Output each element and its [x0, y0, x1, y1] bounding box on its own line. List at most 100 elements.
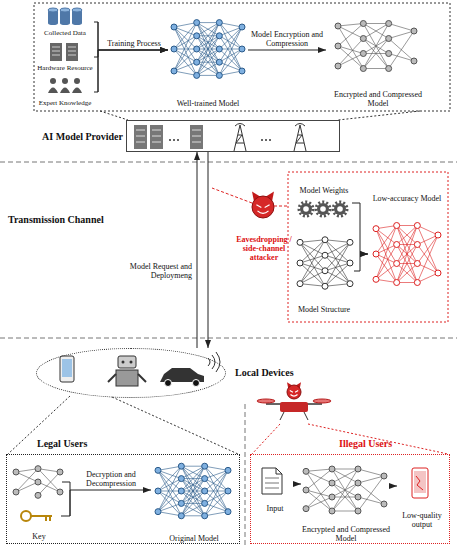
robot-arm: [138, 374, 146, 382]
network-neuron: [386, 51, 392, 57]
network-neuron: [414, 242, 420, 248]
network-neuron: [202, 476, 208, 482]
network-link: [197, 62, 220, 75]
network-neuron: [373, 226, 379, 232]
network-link: [358, 476, 384, 483]
server-slot: [192, 136, 201, 137]
server-slot: [52, 55, 60, 56]
model-network: Model Structure: [294, 228, 354, 314]
network-neuron: [411, 58, 417, 64]
network-neuron: [216, 46, 222, 52]
network-link: [158, 503, 181, 511]
network-neuron: [329, 494, 335, 500]
network-link: [397, 226, 418, 283]
network-neuron: [216, 33, 222, 39]
network-link: [205, 470, 228, 515]
network-neuron: [347, 239, 353, 245]
server-slot: [152, 130, 161, 131]
network-link: [197, 23, 220, 36]
connector-arrow: [208, 152, 209, 348]
node-label: Hardware Resource: [36, 64, 94, 73]
database-icon: [72, 8, 82, 12]
network-link: [158, 512, 181, 516]
network-link: [300, 240, 325, 243]
network-neuron: [329, 466, 335, 472]
output-node: Low-quality output: [397, 467, 447, 529]
ellipsis-dot: [169, 139, 171, 141]
network-neuron: [35, 466, 41, 472]
server-slot: [152, 142, 161, 143]
network-neuron: [355, 466, 361, 472]
network-link: [181, 466, 204, 478]
network-neuron: [202, 513, 208, 519]
node-label: Legal Users: [37, 438, 127, 449]
section-divider: [245, 404, 246, 546]
network-link: [389, 54, 414, 62]
network-neuron: [202, 463, 208, 469]
network-link: [325, 284, 350, 287]
node-label: Input: [257, 504, 293, 513]
network-neuron: [194, 20, 200, 26]
model-network: Encrypted and Compressed Model: [301, 459, 391, 543]
network-neuron: [347, 281, 353, 287]
attack-region: [288, 172, 448, 322]
network-link: [363, 24, 388, 39]
network-neuron: [178, 488, 184, 494]
network-link: [197, 36, 220, 76]
weights-icon: Model Weights: [296, 186, 352, 220]
network-link: [363, 39, 388, 69]
network-link: [197, 23, 220, 63]
key-icon: [21, 511, 31, 521]
server-slot: [68, 47, 76, 48]
section-label: Transmission Channel: [8, 214, 124, 225]
node-label: Collected Data: [36, 29, 94, 38]
drone-leg: [304, 412, 308, 420]
network-neuron: [355, 480, 361, 486]
network-neuron: [355, 508, 361, 514]
phone-screen: [414, 471, 426, 493]
document-line: [265, 483, 279, 484]
network-link: [325, 240, 350, 243]
phone-icon: [60, 356, 74, 382]
phone-output: [412, 468, 428, 498]
node-label: Original Model: [151, 534, 237, 543]
devil-mouth: [258, 211, 269, 213]
robot-head: [118, 356, 136, 368]
network-link: [219, 27, 242, 49]
network-neuron: [57, 469, 63, 475]
network-link: [397, 264, 418, 283]
network-link: [397, 226, 418, 245]
attack-line: [212, 188, 252, 203]
network-link: [363, 68, 388, 69]
connector-arrow: [94, 50, 168, 57]
network-link: [174, 23, 197, 71]
network-link: [397, 226, 418, 245]
person-head: [50, 78, 56, 84]
network-link: [389, 31, 414, 39]
person-head: [74, 78, 80, 84]
network-link: [181, 479, 204, 516]
database-icon: [48, 8, 58, 12]
drone-leg: [280, 412, 284, 420]
network-neuron: [13, 489, 19, 495]
user-region: Legal UsersKeyOriginal Model: [6, 454, 240, 544]
network-neuron: [386, 21, 392, 27]
network-link: [389, 31, 414, 69]
network-link: [325, 263, 350, 286]
devil-eyes: [290, 391, 298, 393]
provider-frame: [34, 3, 450, 111]
network-neuron: [239, 46, 245, 52]
model-network: Original Model: [151, 457, 237, 543]
network-neuron: [178, 463, 184, 469]
gear-hole: [303, 206, 309, 212]
network-link: [181, 503, 204, 515]
network-neuron: [171, 68, 177, 74]
network-neuron: [35, 479, 41, 485]
devil-mouth: [291, 394, 298, 396]
node-label: Illegal Users: [339, 438, 439, 449]
network-neuron: [381, 501, 387, 507]
network-link: [158, 470, 181, 515]
network-link: [205, 503, 228, 511]
